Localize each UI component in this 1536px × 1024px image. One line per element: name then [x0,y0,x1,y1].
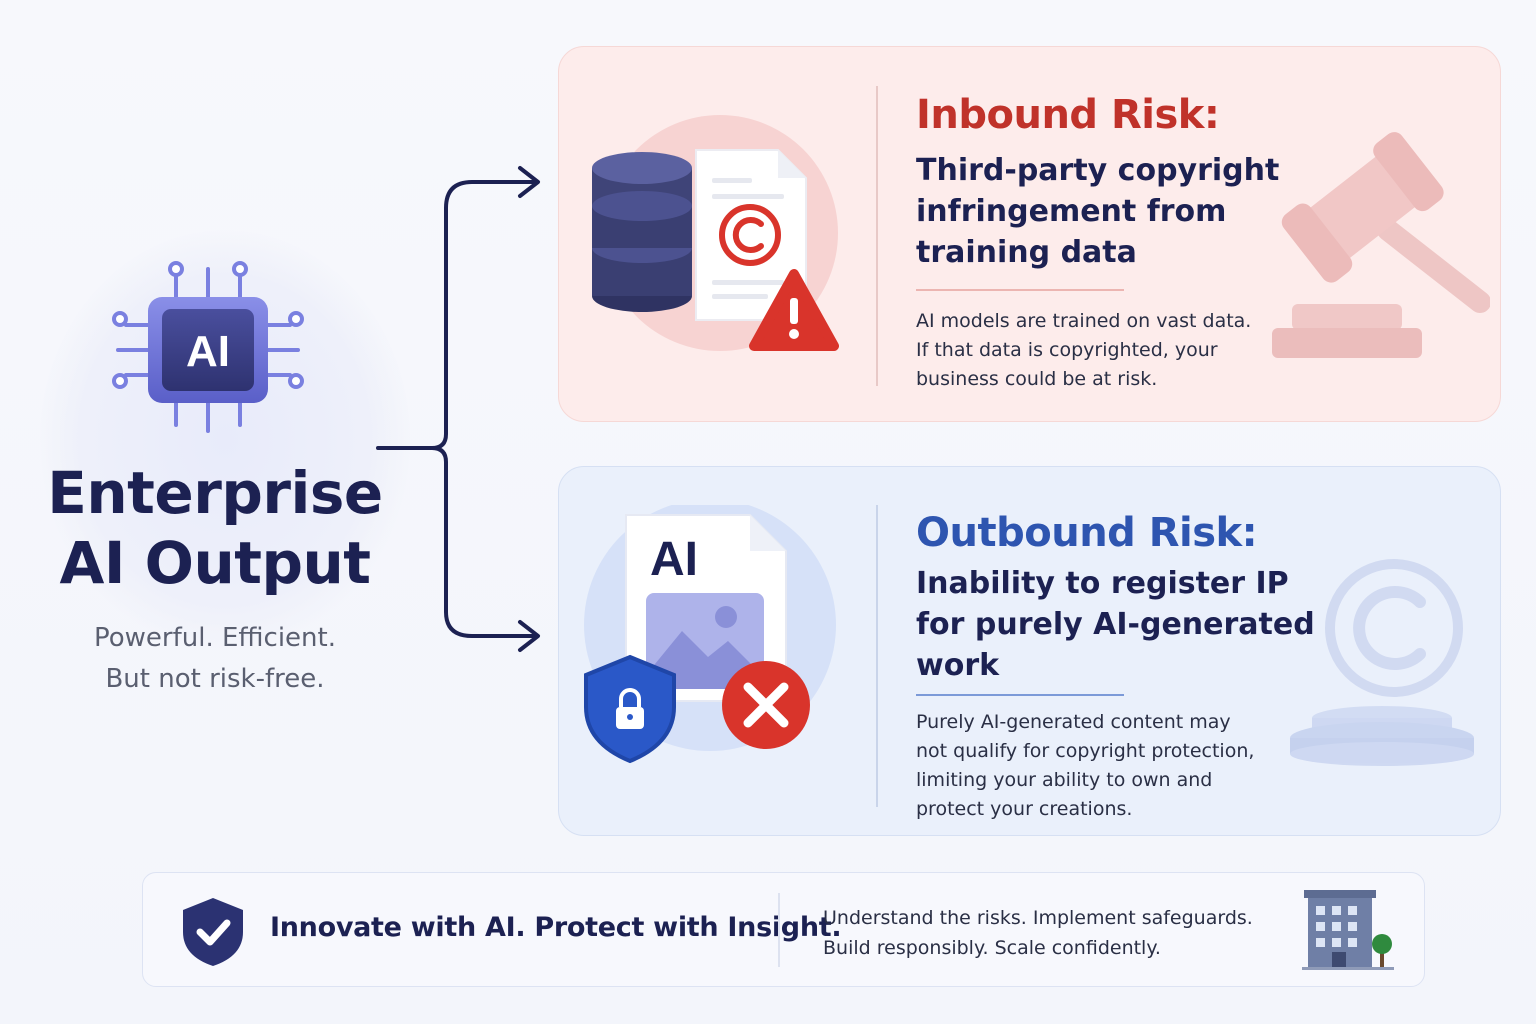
outbound-sub-line-2: for purely AI-generated [916,607,1315,642]
copyright-document-icon [695,149,807,321]
inbound-rule [916,289,1124,291]
inbound-sub-line-3: training data [916,235,1137,270]
outbound-sub-line-1: Inability to register IP [916,566,1289,601]
inbound-body-line-2: If that data is copyrighted, your [916,339,1218,361]
banner-divider [778,893,780,967]
tagline-line-1: Powerful. Efficient. [93,623,336,653]
doc-ai-label: AI [650,533,698,586]
inbound-body-line-1: AI models are trained on vast data. [916,310,1252,332]
inbound-illustration [592,115,839,351]
ai-image-document-icon: AI [625,514,787,702]
shield-check-icon [183,898,243,966]
warning-icon [749,269,839,351]
outbound-body-line-1: Purely AI-generated content may [916,711,1231,733]
tagline: Powerful. Efficient. But not risk-free. [30,618,400,700]
outbound-body-line-2: not qualify for copyright protection, [916,740,1255,762]
outbound-body-line-3: limiting your ability to own and [916,769,1213,791]
banner-body-line-1: Understand the risks. Implement safeguar… [823,907,1253,929]
inbound-heading: Inbound Risk: [916,92,1220,138]
ai-chip-icon: AI [112,261,304,433]
banner-body-line-2: Build responsibly. Scale confidently. [823,937,1161,959]
inbound-subheading: Third-party copyright infringement from … [916,150,1296,273]
copyright-trophy-icon [1290,559,1474,766]
chip-label: AI [186,327,230,376]
shield-lock-icon [584,654,676,764]
branch-connector [376,166,540,652]
outbound-body-line-4: protect your creations. [916,798,1133,820]
inbound-sub-line-2: infringement from [916,194,1227,229]
outbound-sub-line-3: work [916,648,1000,683]
outbound-body: Purely AI-generated content may not qual… [916,708,1296,824]
arrow-to-inbound [376,180,538,450]
tagline-line-2: But not risk-free. [105,664,325,694]
outbound-illustration: AI [584,505,836,764]
arrow-to-outbound [430,446,538,638]
inbound-body-line-3: business could be at risk. [916,368,1158,390]
title-line-2: AI Output [59,529,371,597]
title-line-1: Enterprise [47,459,383,527]
database-icon [592,152,692,312]
outbound-divider [876,505,878,807]
inbound-body: AI models are trained on vast data. If t… [916,307,1276,394]
outbound-rule [916,694,1124,696]
reject-x-icon [722,661,810,749]
inbound-sub-line-1: Third-party copyright [916,153,1280,188]
bottom-banner [142,872,1425,987]
main-title: Enterprise AI Output [30,458,400,598]
gavel-icon [1272,132,1490,358]
outbound-subheading: Inability to register IP for purely AI-g… [916,563,1316,686]
outbound-heading: Outbound Risk: [916,510,1258,556]
office-building-icon [1302,890,1394,970]
banner-body: Understand the risks. Implement safeguar… [823,903,1253,963]
banner-title: Innovate with AI. Protect with Insight. [270,912,842,943]
inbound-divider [876,86,878,386]
